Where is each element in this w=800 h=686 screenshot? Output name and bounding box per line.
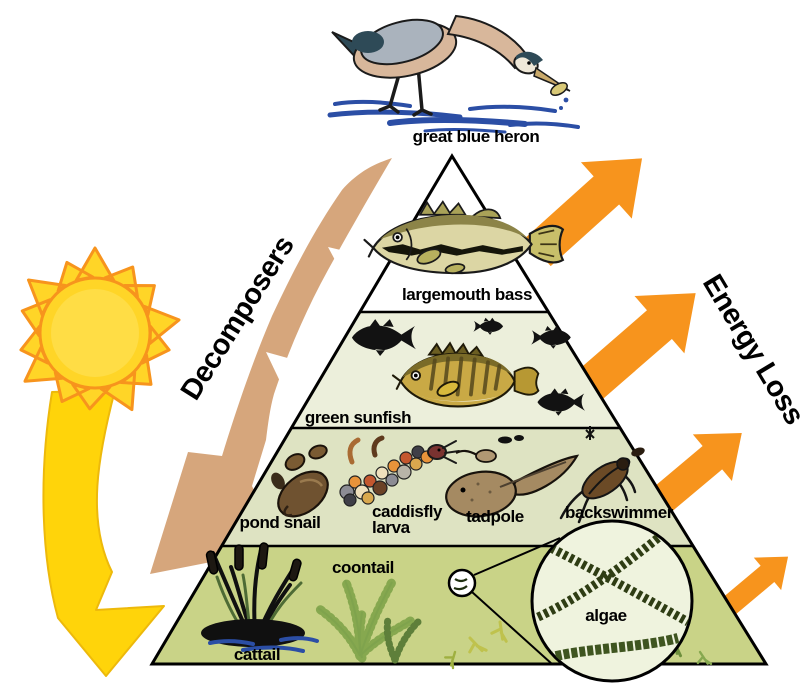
cattail-illustration bbox=[201, 542, 319, 653]
pyramid-outline bbox=[149, 153, 769, 666]
decomposer-arrow-notch bbox=[266, 352, 302, 394]
coontail-label: coontail bbox=[332, 558, 394, 577]
largemouth-bass-illustration bbox=[363, 200, 565, 275]
sunfish-label: green sunfish bbox=[305, 408, 411, 427]
cattail-label: cattail bbox=[234, 645, 280, 664]
callout-line bbox=[471, 591, 553, 665]
caught-fish bbox=[550, 82, 568, 96]
heron-wing-patch bbox=[352, 31, 384, 53]
sample-circle bbox=[447, 568, 477, 598]
algae-label: algae bbox=[585, 606, 626, 625]
caddisfly-label-line2: larva bbox=[372, 518, 411, 537]
backswimmer-illustration bbox=[559, 426, 645, 524]
heron-wing bbox=[360, 18, 444, 66]
water-droplet bbox=[563, 97, 569, 103]
heron-label: great blue heron bbox=[413, 127, 540, 146]
sample-algae bbox=[453, 578, 468, 591]
bass-label: largemouth bass bbox=[402, 285, 532, 304]
algae-callout bbox=[447, 519, 694, 683]
decomposer-arrow-notch bbox=[328, 247, 366, 288]
magnified-circle bbox=[530, 519, 694, 683]
tadpole-label: tadpole bbox=[466, 507, 524, 526]
tadpole-illustration bbox=[445, 435, 580, 518]
backswimmer-label: backswimmer bbox=[565, 503, 674, 522]
heron-cap bbox=[516, 51, 543, 66]
sun-core-highlight bbox=[51, 289, 139, 377]
algae-filaments bbox=[534, 534, 691, 663]
sun bbox=[19, 246, 181, 412]
sunlight-arrow bbox=[42, 389, 165, 677]
coontail-illustration bbox=[313, 575, 422, 664]
water-droplet bbox=[559, 106, 563, 110]
caddisfly-label-line1: caddisfly bbox=[372, 502, 443, 521]
decomposers-arrow bbox=[150, 158, 392, 574]
water-ripples bbox=[327, 99, 580, 134]
great-blue-heron-illustration bbox=[327, 14, 580, 134]
green-sunfish-illustration bbox=[391, 341, 540, 408]
caddisfly-larva-illustration bbox=[339, 435, 460, 507]
pond-snail-label: pond snail bbox=[239, 513, 320, 532]
energy-loss-label: Energy Loss bbox=[696, 269, 800, 430]
heron-legs bbox=[378, 62, 433, 117]
callout-line bbox=[473, 537, 561, 576]
heron-eye bbox=[527, 61, 531, 65]
pond-snail-illustration bbox=[271, 444, 329, 518]
